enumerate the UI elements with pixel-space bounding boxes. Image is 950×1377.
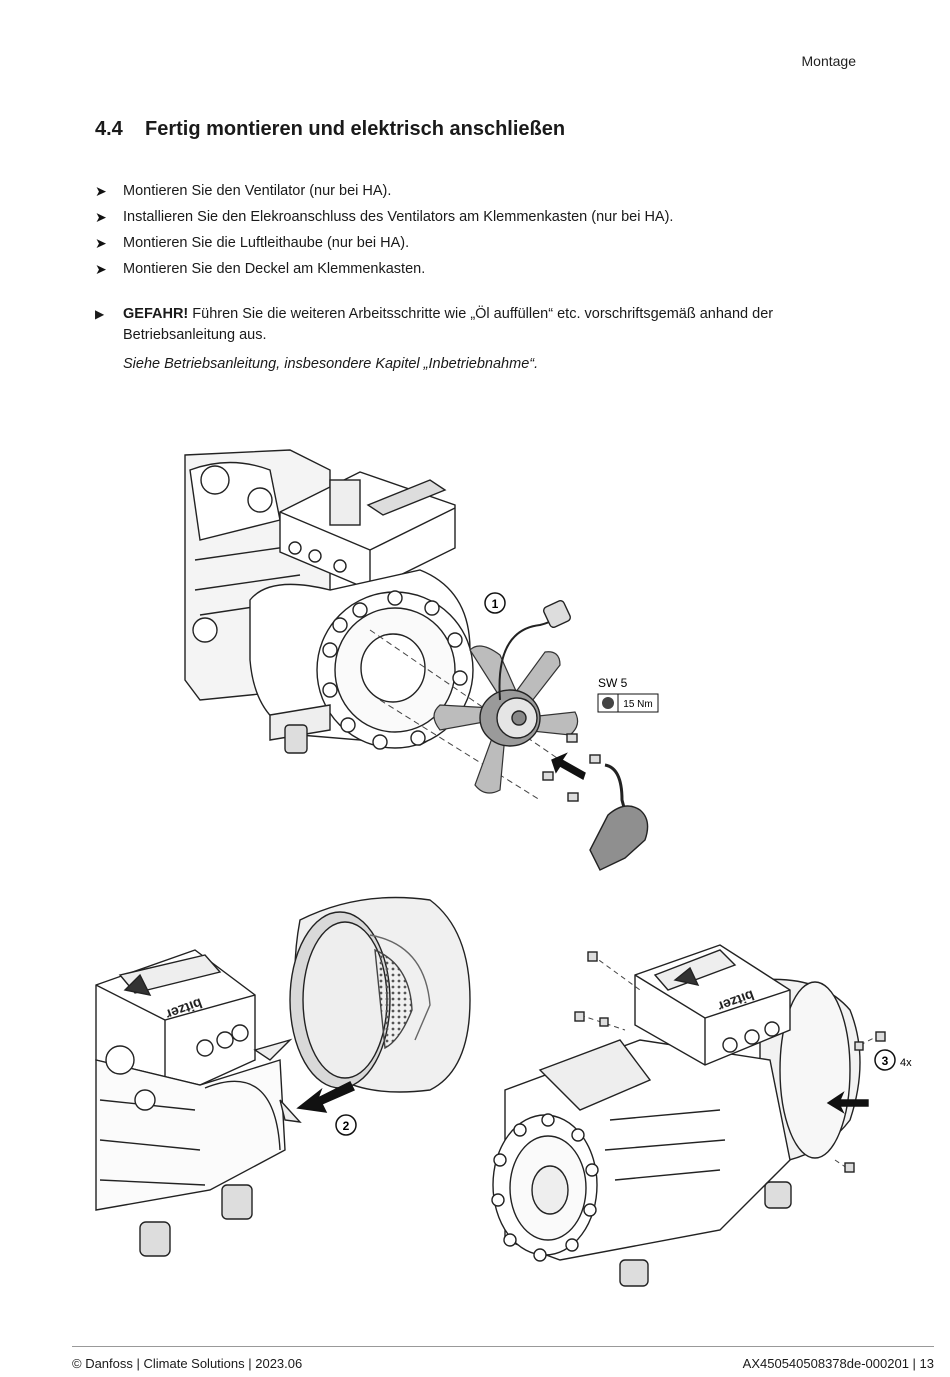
reference-note: Siehe Betriebsanleitung, insbesondere Ka… xyxy=(123,356,539,372)
step-text: Montieren Sie den Ventilator (nur bei HA… xyxy=(123,183,392,199)
compressor-hood-figure xyxy=(95,896,471,1257)
footer-copyright: © Danfoss | Climate Solutions | 2023.06 xyxy=(72,1356,303,1371)
compressor-assembled-figure xyxy=(491,944,886,1287)
step-list: ➤ Montieren Sie den Ventilator (nur bei H… xyxy=(95,178,673,282)
arrowhead-icon: ➤ xyxy=(95,182,107,199)
play-triangle-icon: ▶ xyxy=(95,307,105,321)
section-number: 4.4 xyxy=(95,118,123,140)
callout-3-label: 3 xyxy=(882,1054,889,1068)
arrowhead-icon: ➤ xyxy=(95,208,107,225)
header-section-title: Montage xyxy=(801,53,856,69)
callout-1-circle xyxy=(484,592,506,614)
footer-doc-number: AX450540508378de-000201 | 13 xyxy=(742,1356,934,1371)
callout-3-circle xyxy=(874,1049,896,1071)
wrench-size-label: SW 5 xyxy=(598,676,628,690)
step-item: ➤ Montieren Sie die Luftleithaube (nur be… xyxy=(95,230,673,256)
torque-value: 15 Nm xyxy=(623,699,652,710)
arrowhead-icon: ➤ xyxy=(95,260,107,277)
callout-2-circle xyxy=(335,1114,357,1136)
callout-3-quantity: 4x xyxy=(900,1057,912,1069)
step-item: ➤ Installieren Sie den Elekroanschluss de… xyxy=(95,204,673,230)
step-text: Montieren Sie den Deckel am Klemmenkaste… xyxy=(123,261,426,277)
section-title: Fertig montieren und elektrisch anschlie… xyxy=(145,118,566,140)
step-item: ➤ Montieren Sie den Deckel am Klemmenkast… xyxy=(95,256,673,282)
callout-1-label: 1 xyxy=(492,597,499,611)
footer-divider xyxy=(72,1346,934,1347)
danger-label: GEFAHR! xyxy=(123,306,189,322)
step-text: Montieren Sie die Luftleithaube (nur bei… xyxy=(123,235,410,251)
torque-icon-disc xyxy=(602,697,614,709)
compressor-top-figure xyxy=(184,449,649,871)
step-item: ➤ Montieren Sie den Ventilator (nur bei H… xyxy=(95,178,673,204)
section-heading: 4.4 Fertig montieren und elektrisch ansch… xyxy=(95,118,565,141)
danger-notice: ▶ GEFAHR! Führen Sie die weiteren Arbeit… xyxy=(95,304,775,346)
torque-box xyxy=(617,693,659,713)
callout-2-label: 2 xyxy=(343,1119,350,1133)
danger-text: Führen Sie die weiteren Arbeitsschritte … xyxy=(123,306,774,343)
step-text: Installieren Sie den Elekroanschluss des… xyxy=(123,209,674,225)
arrowhead-icon: ➤ xyxy=(95,234,107,251)
